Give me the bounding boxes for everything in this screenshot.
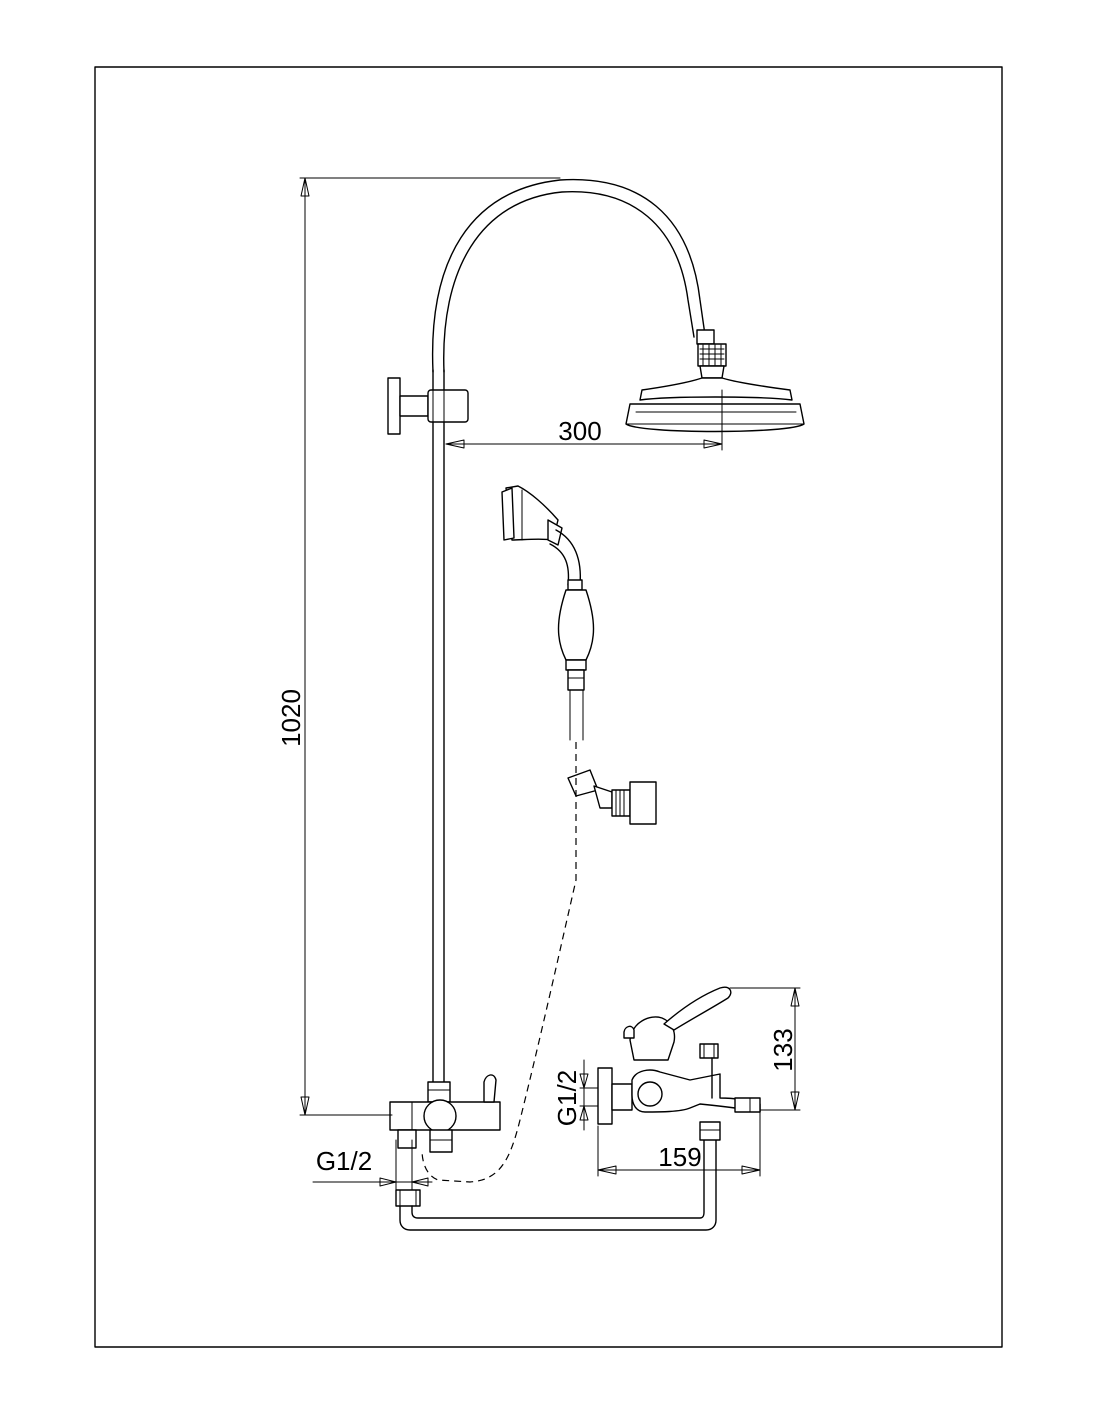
riser-pipe <box>432 369 445 1086</box>
riser-wall-bracket <box>387 377 469 435</box>
dimension-inlet-right <box>579 1059 599 1131</box>
dimension-mixer-depth <box>597 1111 761 1177</box>
connecting-pipe <box>395 1121 721 1231</box>
dim-label-133: 133 <box>768 1028 798 1071</box>
gooseneck-arm <box>431 178 706 373</box>
hand-shower <box>501 485 595 741</box>
dimension-overall-height <box>299 177 561 1116</box>
dim-label-g12-left: G1/2 <box>316 1146 372 1176</box>
diverter-body <box>389 1074 501 1153</box>
dim-label-g12-right: G1/2 <box>552 1070 582 1126</box>
hand-shower-hose-hidden <box>421 742 577 1183</box>
dimension-head-reach <box>445 389 723 451</box>
drawing-frame <box>94 66 1003 1348</box>
dimension-mixer-height <box>729 987 801 1111</box>
hand-shower-holder <box>567 769 657 825</box>
dim-label-1020: 1020 <box>276 689 306 747</box>
overhead-shower-head <box>625 329 805 433</box>
bath-mixer <box>597 986 761 1125</box>
dimension-inlet-left <box>312 1139 433 1191</box>
dim-label-300: 300 <box>558 416 601 446</box>
dim-label-159: 159 <box>658 1142 701 1172</box>
